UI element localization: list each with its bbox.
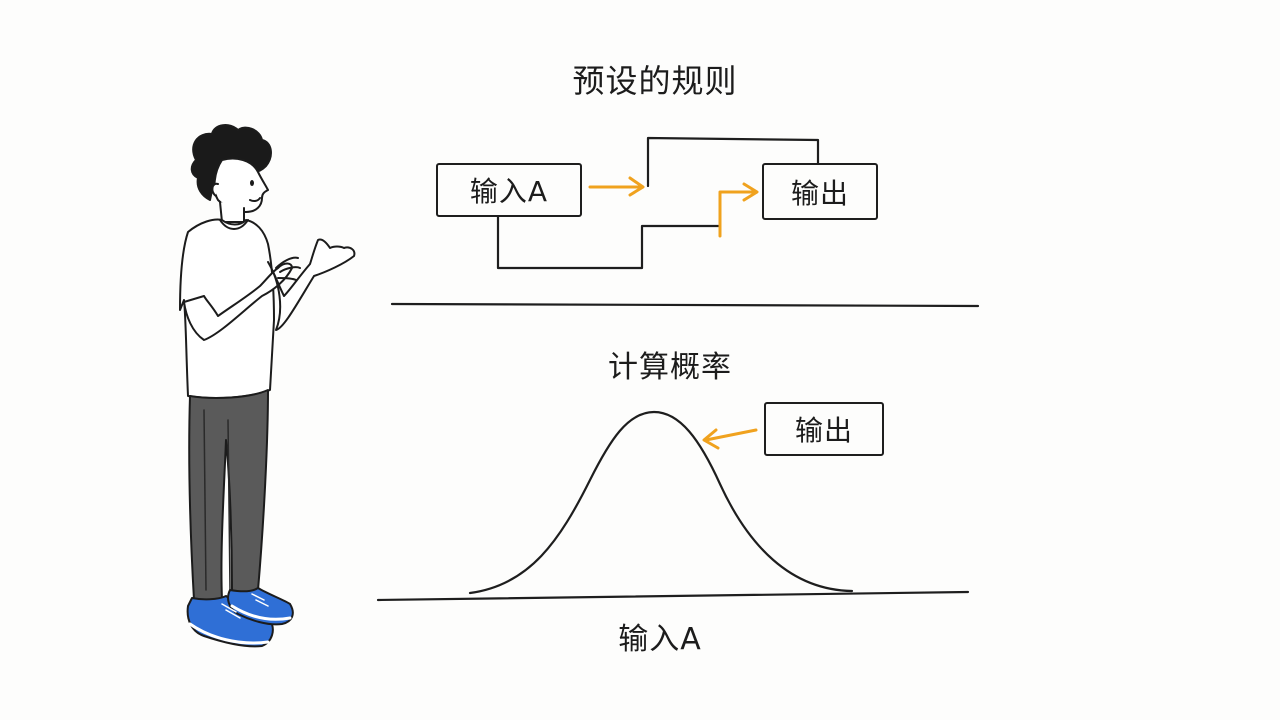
arrow-rule-to-output-head xyxy=(742,182,759,202)
rule-panel-title: 预设的规则 xyxy=(572,62,738,100)
probability-output-box: 输出 xyxy=(764,402,884,456)
arrow-output-to-peak xyxy=(704,428,758,442)
x-axis-label: 输入A xyxy=(618,622,702,657)
person-hand-left xyxy=(275,256,301,281)
person-ear xyxy=(211,182,219,197)
rule-wire-upper xyxy=(646,136,820,188)
probability-panel-title: 计算概率 xyxy=(608,350,732,385)
person-neck xyxy=(219,201,245,223)
bell-curve xyxy=(468,410,854,595)
probability-diagram xyxy=(376,410,970,602)
rule-wire-lower xyxy=(496,215,722,270)
arrow-input-to-rule-head xyxy=(628,176,645,197)
person-arm-right xyxy=(267,238,356,331)
probability-arrow xyxy=(702,428,758,450)
rule-arrows xyxy=(588,176,759,238)
person-shoe-laces xyxy=(221,593,269,619)
panel-divider xyxy=(390,302,980,308)
person-pants-seam xyxy=(203,409,231,591)
arrow-rule-to-output xyxy=(718,190,758,238)
person-collar xyxy=(219,219,249,230)
person-arm-left xyxy=(183,262,293,341)
input-a-box: 输入A xyxy=(436,163,582,217)
person-eye xyxy=(250,180,254,186)
rule-output-box: 输出 xyxy=(762,163,878,220)
person-hair xyxy=(190,124,272,201)
person-shoe-soles xyxy=(188,604,292,645)
person-illustration xyxy=(179,124,356,648)
person-face xyxy=(213,157,269,213)
x-axis-line xyxy=(376,590,970,602)
arrow-output-to-peak-head xyxy=(702,428,720,450)
rule-diagram xyxy=(390,136,980,308)
person-mouth xyxy=(249,197,261,203)
